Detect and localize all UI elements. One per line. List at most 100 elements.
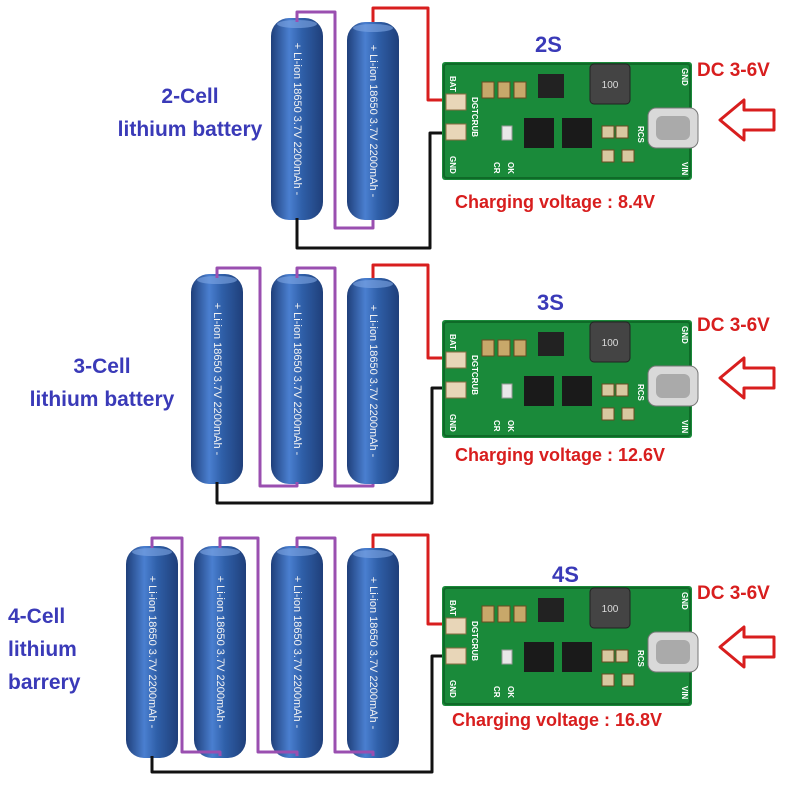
dgtc-label: DGTCRUB — [470, 97, 479, 137]
ic-chip — [524, 642, 554, 672]
mosfet — [538, 74, 564, 98]
inductor — [589, 321, 631, 363]
battery-cell: + Li-ion 18650 3.7V 2200mAh - — [271, 546, 323, 758]
mosfet — [538, 332, 564, 356]
battery-cell: + Li-ion 18650 3.7V 2200mAh - — [191, 274, 243, 484]
ok-label: OK — [506, 162, 515, 174]
rcs-label: RCS — [636, 384, 645, 402]
resistor — [601, 649, 615, 663]
dgtc-label: DGTCRUB — [470, 355, 479, 395]
bat-label: BAT — [448, 600, 457, 616]
battery-cap — [277, 20, 317, 28]
series-label-4s: 4S — [552, 562, 579, 587]
battery-label: + Li-ion 18650 3.7V 2200mAh - — [291, 303, 303, 456]
battery-label: + Li-ion 18650 3.7V 2200mAh - — [214, 576, 226, 729]
gnd-label-right: GND — [680, 68, 689, 86]
rcs-label: RCS — [636, 126, 645, 144]
battery-body — [194, 546, 246, 758]
mosfet — [538, 598, 564, 622]
series-link-wire — [295, 266, 375, 488]
inductor — [589, 587, 631, 629]
ok-label: OK — [506, 686, 515, 698]
cr-label: CR — [492, 420, 501, 432]
capacitor — [481, 339, 495, 357]
battery-cell: + Li-ion 18650 3.7V 2200mAh - — [126, 546, 178, 758]
battery-label: + Li-ion 18650 3.7V 2200mAh - — [367, 305, 379, 458]
led — [501, 125, 513, 141]
cell-label-line: lithium — [8, 638, 77, 661]
bat-terminal — [445, 351, 467, 369]
cell-count-label-4s: 4-Cell lithium barrery — [8, 600, 98, 699]
battery-body — [271, 18, 323, 220]
resistor — [615, 383, 629, 397]
inductor-label: 100 — [602, 338, 619, 349]
capacitor — [513, 605, 527, 623]
battery-label: + Li-ion 18650 3.7V 2200mAh - — [367, 577, 379, 730]
charging-voltage-label-2s: Charging voltage : 8.4V — [455, 192, 656, 212]
ic-chip — [562, 376, 592, 406]
cell-label-line: 4-Cell — [8, 605, 66, 628]
arrow-shape — [718, 356, 776, 400]
battery-cell: + Li-ion 18650 3.7V 2200mAh - — [271, 18, 323, 220]
dgtc-label: DGTCRUB — [470, 621, 479, 661]
resistor — [621, 673, 635, 687]
battery-cap — [353, 280, 393, 288]
input-arrow-icon — [718, 625, 776, 669]
capacitor — [497, 339, 511, 357]
bat-terminal — [445, 617, 467, 635]
series-link-wire — [295, 10, 375, 230]
capacitor — [513, 339, 527, 357]
battery-cap — [197, 276, 237, 284]
cell-label-line: 2-Cell — [161, 85, 219, 108]
gnd-label-right: GND — [680, 326, 689, 344]
resistor — [601, 149, 615, 163]
battery-body — [347, 278, 399, 484]
negative-wire — [150, 654, 455, 774]
inductor-label: 100 — [602, 604, 619, 615]
capacitor — [481, 81, 495, 99]
capacitor — [497, 605, 511, 623]
vin-label: VIN — [680, 420, 689, 434]
resistor — [615, 125, 629, 139]
vin-label: VIN — [680, 686, 689, 700]
battery-cap — [132, 548, 172, 556]
ic-chip — [524, 118, 554, 148]
input-arrow-icon — [718, 98, 776, 142]
input-voltage-label-2s: DC 3-6V — [697, 60, 770, 81]
input-arrow-icon — [718, 356, 776, 400]
positive-wire — [371, 533, 455, 626]
positive-wire — [371, 263, 455, 360]
usb-c-inner — [656, 640, 690, 664]
inductor-label: 100 — [602, 80, 619, 91]
capacitor — [481, 605, 495, 623]
battery-body — [347, 22, 399, 220]
cell-label-line: lithium battery — [29, 388, 175, 411]
battery-label: + Li-ion 18650 3.7V 2200mAh - — [367, 45, 379, 198]
charging-voltage-label-3s: Charging voltage : 12.6V — [455, 445, 666, 465]
series-link-wire — [150, 536, 222, 756]
led — [501, 383, 513, 399]
negative-wire — [295, 131, 455, 250]
arrow-shape — [718, 625, 776, 669]
battery-label: + Li-ion 18650 3.7V 2200mAh - — [146, 576, 158, 729]
cr-label: CR — [492, 686, 501, 698]
cr-label: CR — [492, 162, 501, 174]
resistor — [621, 407, 635, 421]
vin-label: VIN — [680, 162, 689, 176]
resistor — [615, 649, 629, 663]
resistor — [601, 125, 615, 139]
led — [501, 649, 513, 665]
gnd-terminal — [445, 381, 467, 399]
arrow-shape — [718, 98, 776, 142]
battery-body — [271, 546, 323, 758]
battery-cap — [277, 276, 317, 284]
usb-c-inner — [656, 116, 690, 140]
capacitor — [497, 81, 511, 99]
battery-label: + Li-ion 18650 3.7V 2200mAh - — [211, 303, 223, 456]
gnd-label: GND — [448, 414, 457, 432]
